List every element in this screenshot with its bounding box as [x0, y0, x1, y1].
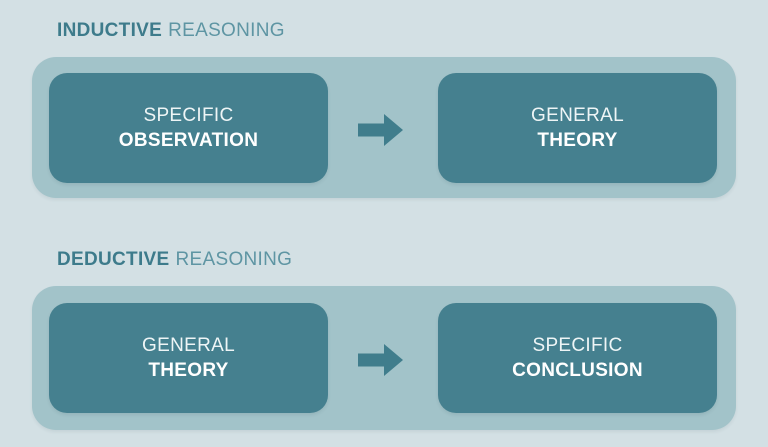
box-specific-observation: SPECIFIC OBSERVATION [49, 73, 328, 183]
deductive-panel: GENERAL THEORY SPECIFIC CONCLUSION [32, 286, 736, 430]
box-label-line2: THEORY [537, 130, 618, 151]
box-label-line1: GENERAL [531, 105, 624, 126]
title-regular-word: REASONING [175, 249, 293, 270]
title-bold-word: INDUCTIVE [57, 20, 163, 41]
title-regular-word: REASONING [168, 20, 285, 41]
arrow-right-icon [358, 344, 403, 376]
box-general-theory: GENERAL THEORY [438, 73, 717, 183]
box-label-line1: GENERAL [142, 335, 235, 356]
box-label-line2: CONCLUSION [512, 360, 643, 381]
box-label-line1: SPECIFIC [143, 105, 234, 126]
box-label-line2: OBSERVATION [118, 130, 259, 151]
box-label-line2: THEORY [148, 360, 229, 381]
title-bold-word: DEDUCTIVE [57, 249, 170, 270]
arrow-right-icon [358, 114, 403, 146]
box-specific-conclusion: SPECIFIC CONCLUSION [438, 303, 717, 413]
box-label-line1: SPECIFIC [532, 335, 623, 356]
box-general-theory-deductive: GENERAL THEORY [49, 303, 328, 413]
inductive-panel: SPECIFIC OBSERVATION GENERAL THEORY [32, 57, 736, 198]
